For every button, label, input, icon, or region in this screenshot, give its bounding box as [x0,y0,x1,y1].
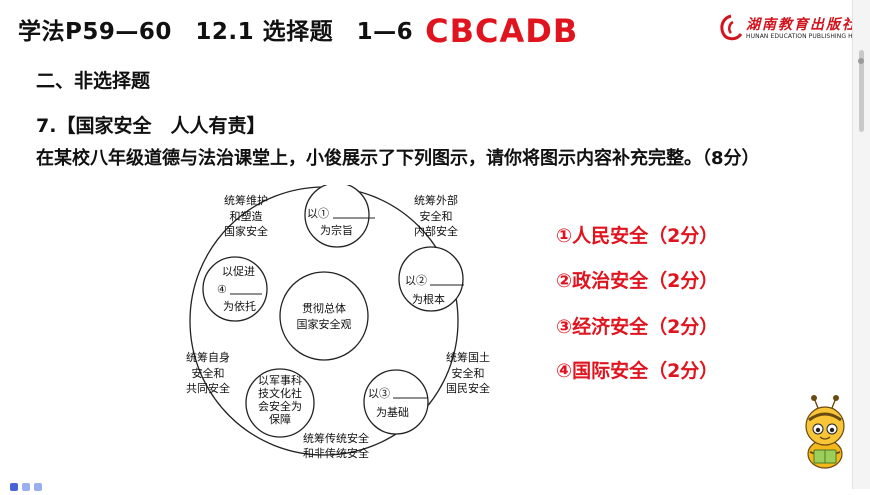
node-top-line2: 为宗旨 [320,223,353,237]
node-left-line3: 为依托 [223,299,256,313]
slide: 学法P59—60 12.1 选择题 1—6 CBCADB 湖南教育出版社 HUNA… [18,12,870,469]
outer-top-left-3: 国家安全 [224,224,268,238]
outer-left-1: 统筹自身 [186,350,230,364]
center-text-2: 国家安全观 [297,317,352,331]
vertical-scrollbar[interactable] [852,0,870,489]
outer-top-left-2: 和塑造 [230,209,263,223]
bee-mascot-icon [805,395,845,469]
scroll-handle-icon [858,58,864,64]
node-bottom-right [363,369,429,435]
outer-left-3: 共同安全 [186,381,230,395]
node-bottom-left-line2: 技文化社 [258,386,302,400]
outer-bottom-1: 统筹传统安全 [303,431,369,445]
outer-right-3: 国民安全 [446,381,490,395]
scroll-thumb[interactable] [859,50,864,132]
section-title: 二、非选择题 [36,70,151,92]
pager-dot-3[interactable] [34,483,42,491]
node-left [202,256,268,322]
center-text-1: 贯彻总体 [302,301,346,315]
node-bottom-left-line1: 以军事科 [258,373,302,387]
publisher-name-en: HUNAN EDUCATION PUBLISHING HOUSE [746,33,870,40]
choice-answers: CBCADB [425,12,579,50]
node-left-line1: 以促进 [222,264,255,278]
node-bottom-left-line3: 会安全为 [258,399,302,413]
outer-right-1: 统筹国土 [446,350,490,364]
diagram-center-circle [279,271,369,361]
header-reference: 学法P59—60 12.1 选择题 1—6 [18,19,414,45]
security-diagram: 贯彻总体 国家安全观 以① 为宗旨 以② 为根本 以③ 为基础 以军事科 技文化… [186,185,490,460]
question-text: 在某校八年级道德与法治课堂上，小俊展示了下列图示，请你将图示内容补充完整。（8分… [36,148,760,169]
outer-top-right-2: 安全和 [420,209,453,223]
outer-top-left-1: 统筹维护 [224,193,268,207]
node-left-line2: ④ [217,283,227,296]
answer-1: ①人民安全（2分） [556,225,719,247]
outer-left-2: 安全和 [192,366,225,380]
outer-top-right-3: 内部安全 [414,224,458,238]
answer-2: ②政治安全（2分） [556,270,719,292]
outer-right-2: 安全和 [452,366,485,380]
node-top-line1: 以① [307,207,329,220]
node-bottom-right-line2: 为基础 [376,406,409,419]
question-title: 7.【国家安全 人人有责】 [36,115,266,137]
node-right-line1: 以② [405,274,427,287]
outer-top-right-1: 统筹外部 [414,193,458,207]
slide-header: 学法P59—60 12.1 选择题 1—6 CBCADB [18,12,578,50]
publisher-logo: 湖南教育出版社 HUNAN EDUCATION PUBLISHING HOUSE [718,14,870,44]
answer-3: ③经济安全（2分） [556,316,719,338]
answer-4: ④国际安全（2分） [556,360,719,382]
pager-dot-2[interactable] [22,483,30,491]
slide-pager[interactable] [10,476,46,495]
node-bottom-left-line4: 保障 [269,412,291,426]
outer-bottom-2: 和非传统安全 [303,446,369,460]
node-top [304,185,370,248]
publisher-name-cn: 湖南教育出版社 [746,17,858,33]
node-right-line2: 为根本 [412,292,445,306]
node-right [398,246,464,312]
node-bottom-left [245,368,315,438]
node-bottom-right-line1: 以③ [368,387,390,400]
publisher-logo-icon [720,14,743,41]
pager-dot-1[interactable] [10,483,18,491]
